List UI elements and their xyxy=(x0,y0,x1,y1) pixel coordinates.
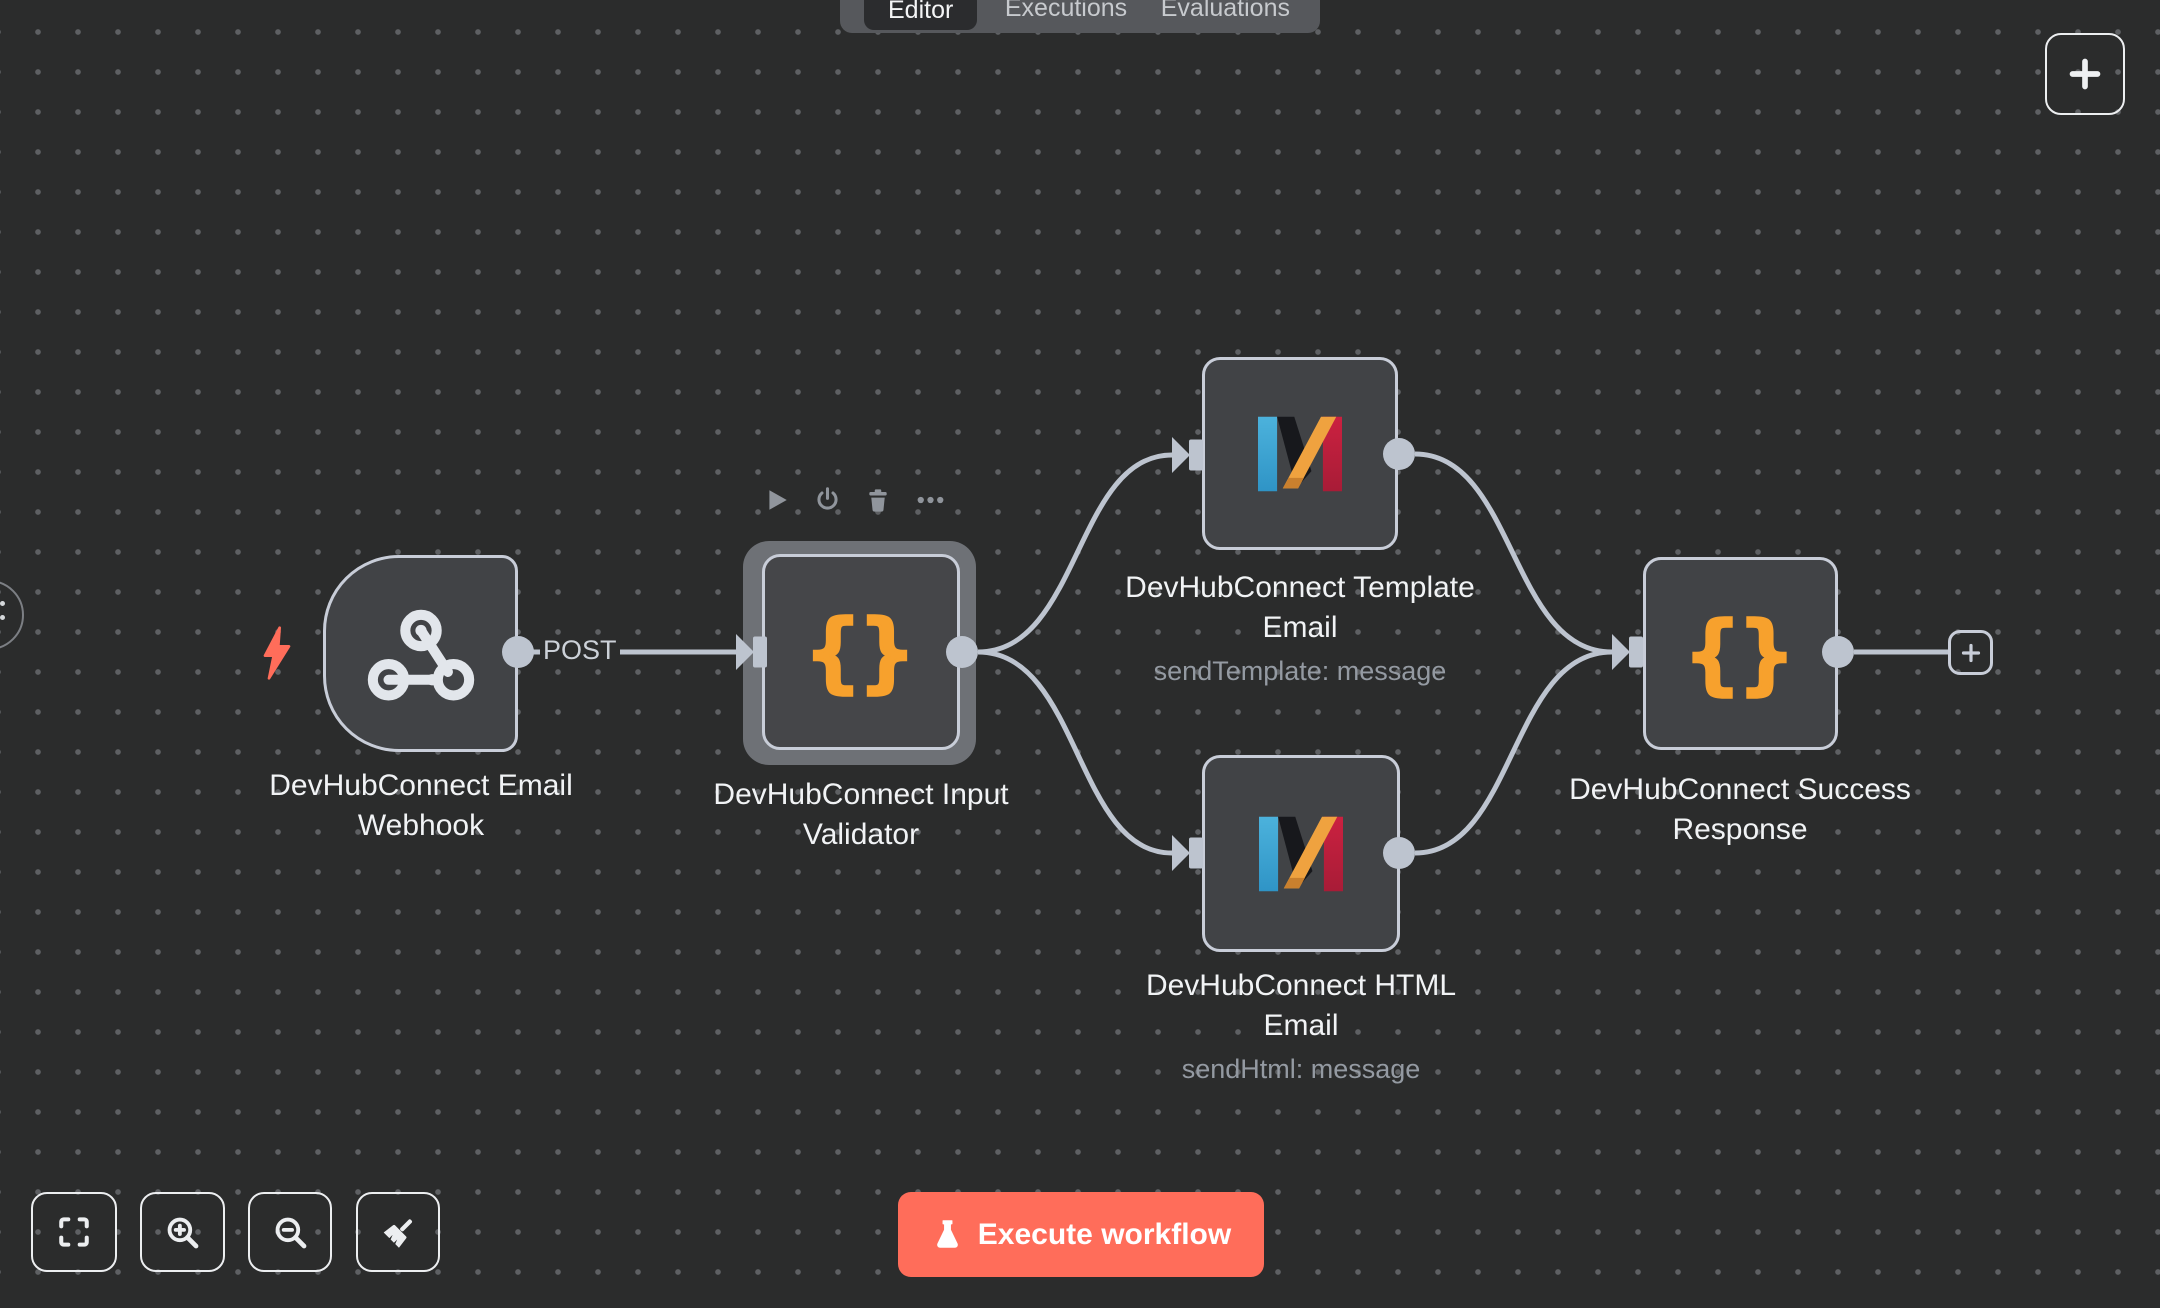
trigger-bolt-icon xyxy=(261,626,293,685)
plus-icon xyxy=(1961,643,1980,662)
input-arrow-html xyxy=(1172,835,1190,871)
node-title-line: DevHubConnect Success xyxy=(1569,773,1911,806)
mailgun-icon xyxy=(1259,816,1343,891)
zoom-out-button[interactable] xyxy=(248,1192,332,1272)
input-port-html[interactable] xyxy=(1189,837,1203,869)
trash-icon[interactable] xyxy=(865,487,891,513)
append-node-button[interactable] xyxy=(1948,630,1993,675)
assistant-bubble[interactable] xyxy=(0,580,24,650)
bubble-dot xyxy=(0,601,5,606)
node-title-line: Webhook xyxy=(357,809,485,842)
plus-icon xyxy=(2069,58,2101,90)
node-label-success: DevHubConnect Success Response xyxy=(1569,770,1911,850)
node-title-line: DevHubConnect Input xyxy=(713,778,1009,811)
node-subtitle: sendHtml: message xyxy=(1181,1054,1421,1084)
more-options-icon[interactable] xyxy=(915,487,946,513)
input-arrow-success xyxy=(1612,634,1630,670)
execute-workflow-button[interactable]: Execute workflow xyxy=(898,1192,1264,1277)
power-icon[interactable] xyxy=(814,486,841,513)
play-icon[interactable] xyxy=(764,487,790,513)
tab-executions[interactable]: Executions xyxy=(1004,0,1128,22)
webhook-method-label: POST xyxy=(540,635,620,666)
node-title-line: Email xyxy=(1263,1009,1339,1042)
zoom-in-button[interactable] xyxy=(140,1192,225,1272)
node-success-response[interactable]: {} xyxy=(1643,557,1838,750)
mailgun-icon xyxy=(1258,416,1342,491)
node-input-validator[interactable]: {} xyxy=(762,554,960,750)
node-label-html: DevHubConnect HTML Email sendHtml: messa… xyxy=(1146,966,1456,1086)
node-html-email[interactable] xyxy=(1202,755,1400,952)
node-title-line: Response xyxy=(1672,813,1808,846)
node-label-template: DevHubConnect Template Email sendTemplat… xyxy=(1125,568,1475,688)
execute-workflow-label: Execute workflow xyxy=(977,1217,1232,1251)
node-label-validator: DevHubConnect Input Validator xyxy=(713,775,1008,855)
code-icon: {} xyxy=(1685,603,1795,704)
node-title-line: Email xyxy=(1262,611,1338,644)
bubble-dot xyxy=(0,615,5,620)
zoom-to-fit-button[interactable] xyxy=(31,1192,117,1272)
node-title-line: DevHubConnect Email xyxy=(269,769,573,802)
fit-view-icon xyxy=(59,1217,89,1247)
node-title-line: DevHubConnect HTML xyxy=(1145,969,1457,1002)
node-title-line: DevHubConnect Template xyxy=(1125,571,1475,604)
tidy-up-button[interactable] xyxy=(356,1192,440,1272)
webhook-icon xyxy=(367,609,474,700)
broom-icon xyxy=(383,1218,412,1248)
tab-editor[interactable]: Editor xyxy=(864,0,978,30)
tab-evaluations[interactable]: Evaluations xyxy=(1160,0,1290,22)
node-title-line: Validator xyxy=(802,818,920,851)
node-label-webhook: DevHubConnect Email Webhook xyxy=(269,766,572,846)
input-port-success[interactable] xyxy=(1629,636,1643,668)
zoom-out-icon xyxy=(275,1217,306,1248)
zoom-in-icon xyxy=(167,1217,199,1248)
input-arrow-template xyxy=(1172,437,1190,473)
input-port-template[interactable] xyxy=(1189,439,1203,471)
node-subtitle: sendTemplate: message xyxy=(1153,656,1447,686)
flask-icon xyxy=(936,1220,958,1248)
node-toolbar xyxy=(764,486,946,513)
add-node-button[interactable] xyxy=(2045,33,2125,115)
code-icon: {} xyxy=(805,602,915,702)
view-tabbar: Editor Executions Evaluations xyxy=(840,0,1320,33)
node-webhook[interactable] xyxy=(323,555,518,752)
node-template-email[interactable] xyxy=(1202,357,1398,550)
